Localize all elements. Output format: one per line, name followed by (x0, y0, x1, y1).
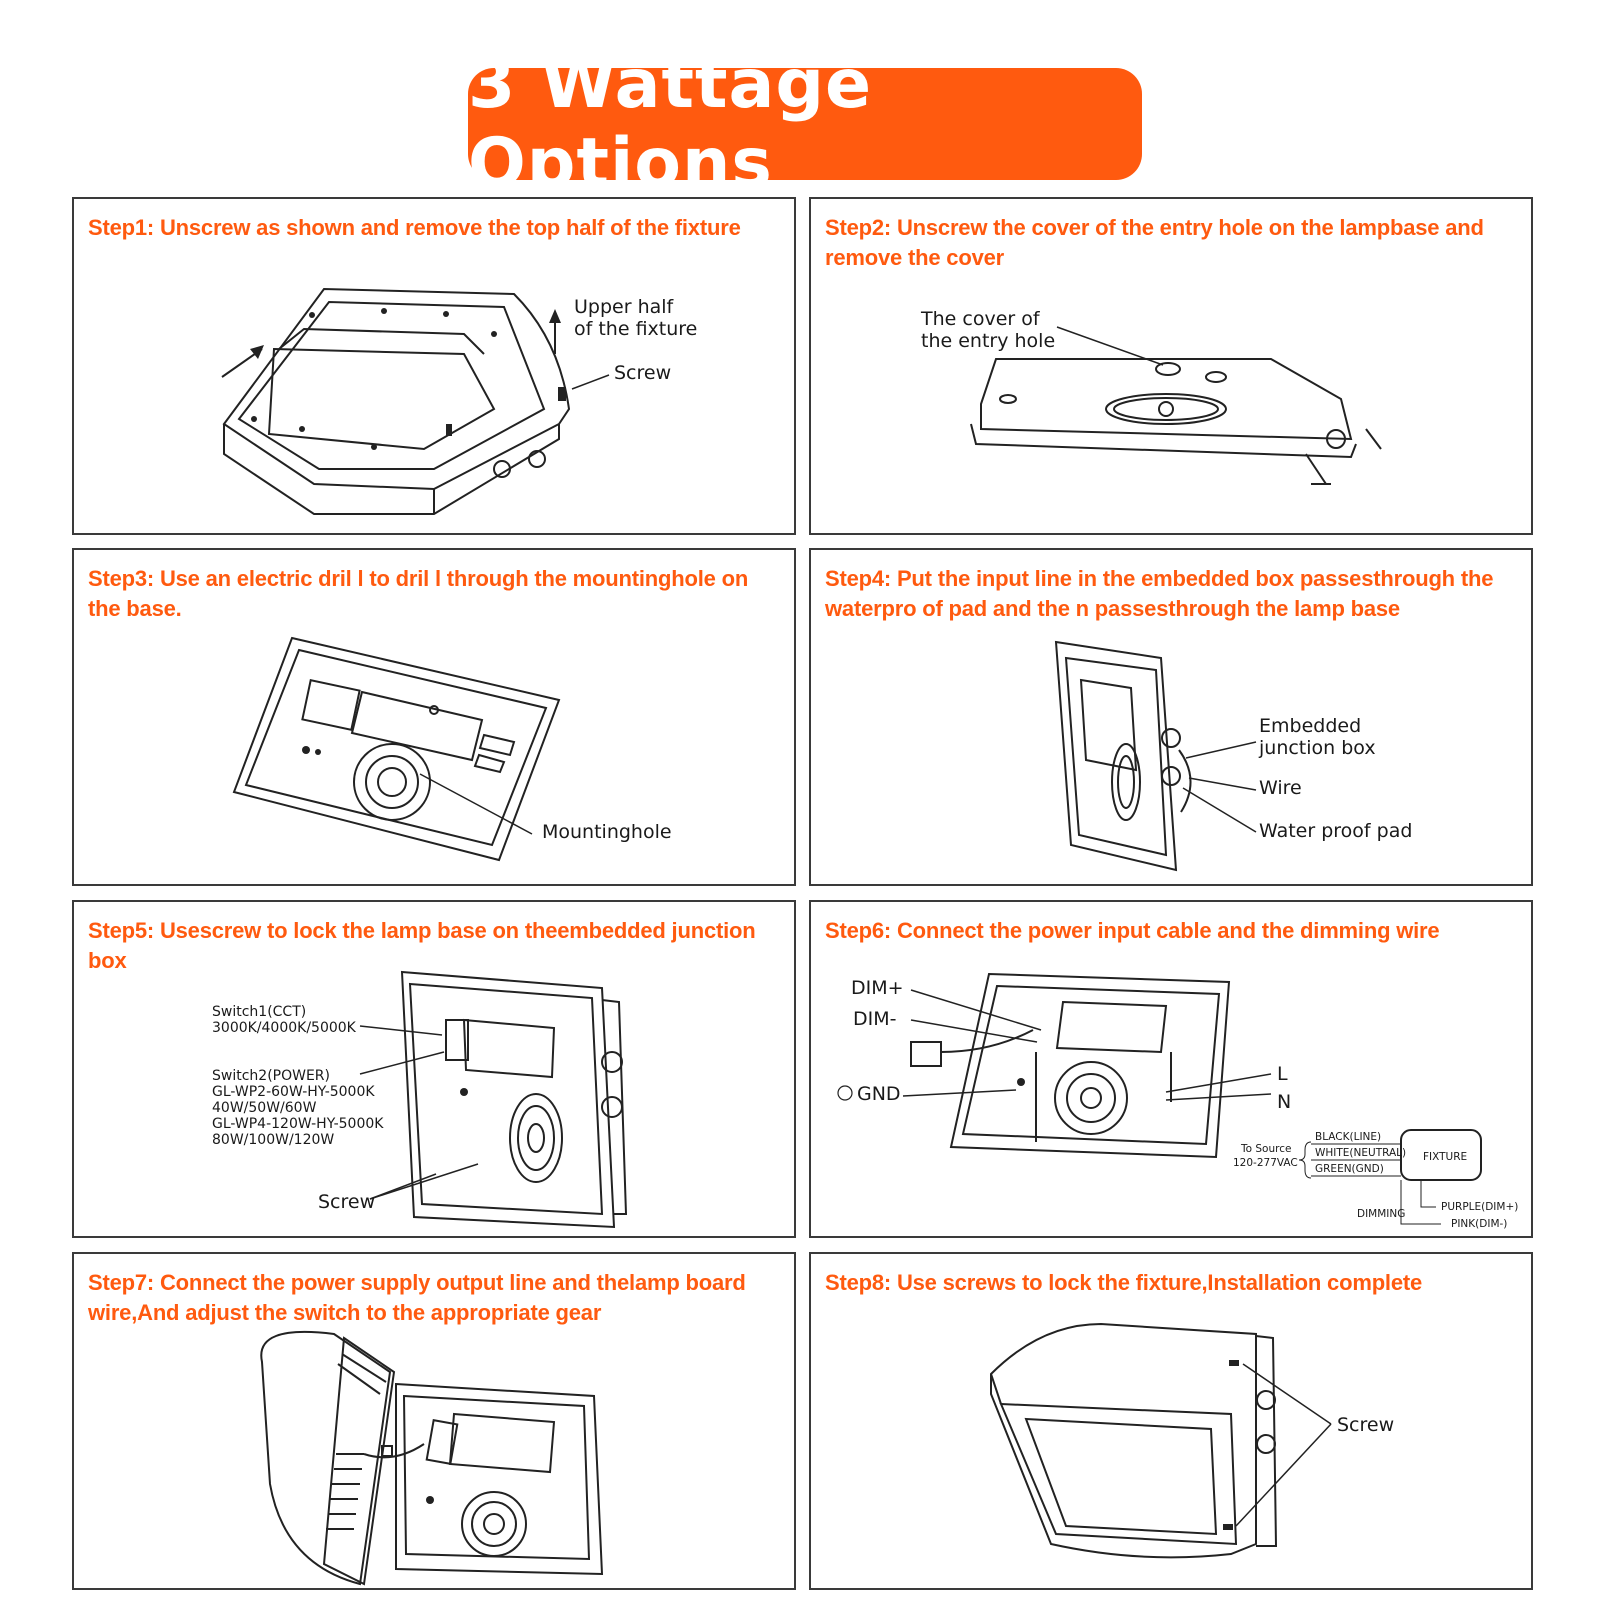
title-banner: 3 Wattage Options (468, 45, 1142, 203)
purple-wire-label: PURPLE(DIM+) (1441, 1201, 1518, 1213)
dimming-label: DIMMING (1357, 1208, 1405, 1220)
step-2-panel: The cover of the entry hole Step2: Unscr… (809, 197, 1533, 535)
step-3-panel: Mountinghole Step3: Use an electric dril… (72, 548, 796, 886)
switch2-watts-1: 40W/50W/60W (212, 1100, 317, 1116)
fixture-label: FIXTURE (1423, 1151, 1467, 1163)
switch2-model-1: GL-WP2-60W-HY-5000K (212, 1084, 375, 1100)
source-voltage: 120-277VAC (1233, 1157, 1298, 1169)
embedded-box-label-2: junction box (1258, 737, 1376, 759)
step-4-title: Step4: Put the input line in the embedde… (825, 566, 1494, 621)
screw-label: Screw (614, 362, 671, 384)
waterproof-pad-label: Water proof pad (1259, 820, 1412, 842)
step-5-title: Step5: Usescrew to lock the lamp base on… (88, 918, 756, 973)
dim-minus-label: DIM- (853, 1008, 896, 1030)
screw-label: Screw (318, 1191, 375, 1213)
line-label: L (1277, 1063, 1288, 1085)
dim-plus-label: DIM+ (851, 977, 904, 999)
step-7-diagram (260, 1330, 604, 1586)
screw-label: Screw (1337, 1414, 1394, 1436)
step-5-diagram: Switch1(CCT) 3000K/4000K/5000K Switch2(P… (212, 970, 628, 1229)
banner-title: 3 Wattage Options (468, 45, 873, 203)
green-wire-label: GREEN(GND) (1315, 1163, 1384, 1175)
pink-wire-label: PINK(DIM-) (1451, 1218, 1507, 1230)
step-8-diagram: Screw (990, 1322, 1394, 1559)
step-4-diagram: Embedded junction box Wire Water proof p… (1054, 640, 1412, 872)
black-wire-label: BLACK(LINE) (1315, 1131, 1381, 1143)
step-6-diagram: DIM+ DIM- GND L N To Source 120-277VAC B… (837, 972, 1518, 1230)
step-6-panel: DIM+ DIM- GND L N To Source 120-277VAC B… (809, 900, 1533, 1238)
step-8-panel: Screw Step8: Use screws to lock the fixt… (809, 1252, 1533, 1590)
wire-label: Wire (1259, 777, 1302, 799)
switch2-model-2: GL-WP4-120W-HY-5000K (212, 1116, 384, 1132)
step-1-title: Step1: Unscrew as shown and remove the t… (88, 215, 741, 240)
neutral-label: N (1277, 1091, 1291, 1113)
switch2-label: Switch2(POWER) (212, 1068, 330, 1084)
step-3-diagram: Mountinghole (232, 636, 672, 862)
gnd-label: GND (857, 1083, 901, 1105)
step-7-panel: Step7: Connect the power supply output l… (72, 1252, 796, 1590)
step-5-panel: Switch1(CCT) 3000K/4000K/5000K Switch2(P… (72, 900, 796, 1238)
step-8-title: Step8: Use screws to lock the fixture,In… (825, 1270, 1423, 1295)
step-1-panel: Upper half of the fixture Screw Step1: U… (72, 197, 796, 535)
step-3-title: Step3: Use an electric dril l to dril l … (88, 566, 749, 621)
step-6-title: Step6: Connect the power input cable and… (825, 918, 1440, 943)
step-2-diagram: The cover of the entry hole (920, 308, 1382, 485)
upper-half-label: Upper half (574, 296, 675, 318)
switch2-watts-2: 80W/100W/120W (212, 1132, 334, 1148)
switch1-values: 3000K/4000K/5000K (212, 1020, 357, 1036)
step-2-title: Step2: Unscrew the cover of the entry ho… (825, 215, 1484, 270)
mountinghole-label: Mountinghole (542, 821, 672, 843)
step-4-panel: Embedded junction box Wire Water proof p… (809, 548, 1533, 886)
source-label: To Source (1240, 1143, 1291, 1155)
entry-cover-label-2: the entry hole (921, 330, 1055, 352)
upper-half-label-2: of the fixture (574, 318, 697, 340)
white-wire-label: WHITE(NEUTRAL) (1315, 1147, 1406, 1159)
embedded-box-label: Embedded (1259, 715, 1361, 737)
entry-cover-label: The cover of (920, 308, 1041, 330)
switch1-label: Switch1(CCT) (212, 1004, 306, 1020)
step-1-diagram: Upper half of the fixture Screw (221, 287, 697, 515)
step-7-title: Step7: Connect the power supply output l… (88, 1270, 746, 1325)
